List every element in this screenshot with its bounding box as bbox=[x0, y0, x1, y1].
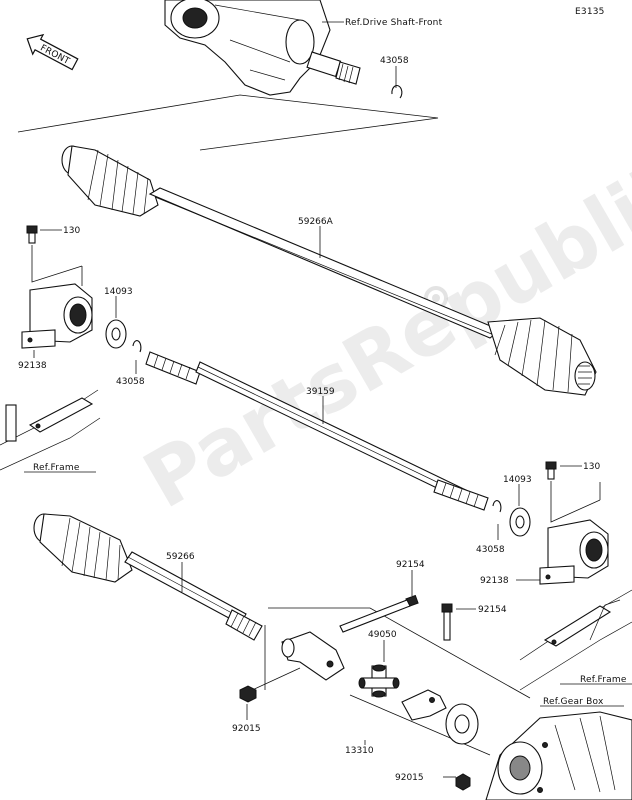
circlip-43058-left bbox=[132, 340, 142, 353]
label-92015-bottom: 92015 bbox=[395, 773, 424, 783]
label-13310: 13310 bbox=[345, 746, 374, 756]
drive-shaft-59266a bbox=[61, 145, 597, 396]
label-92138-left: 92138 bbox=[18, 361, 47, 371]
label-92154-upper: 92154 bbox=[396, 560, 425, 570]
label-92138-right: 92138 bbox=[480, 576, 509, 586]
drive-shaft-59266 bbox=[33, 513, 263, 641]
diagram-code: E3135 bbox=[575, 7, 605, 17]
bolt-92154-right bbox=[441, 603, 453, 641]
label-92154-right: 92154 bbox=[478, 605, 507, 615]
front-arrow-icon: FRONT bbox=[26, 33, 79, 71]
label-43058-left: 43058 bbox=[116, 377, 145, 387]
nut-92015-bottom bbox=[455, 773, 471, 791]
ref-drive-shaft-front: Ref.Drive Shaft-Front bbox=[345, 18, 443, 28]
label-43058-top: 43058 bbox=[380, 56, 409, 66]
front-differential-housing bbox=[164, 0, 361, 96]
label-59266: 59266 bbox=[166, 552, 195, 562]
circlip-43058-top bbox=[391, 84, 403, 99]
bolt-130-right bbox=[545, 461, 557, 480]
ref-gear-box: Ref.Gear Box bbox=[543, 697, 604, 707]
label-130-left: 130 bbox=[63, 226, 80, 236]
nut-92015-left bbox=[239, 685, 257, 703]
label-49050: 49050 bbox=[368, 630, 397, 640]
label-92015-left: 92015 bbox=[232, 724, 261, 734]
label-43058-right: 43058 bbox=[476, 545, 505, 555]
bolt-92154-upper bbox=[339, 594, 419, 633]
propeller-shaft-39159 bbox=[145, 351, 489, 511]
circlip-43058-right bbox=[492, 500, 502, 513]
rear-gear-box-housing bbox=[485, 711, 632, 800]
label-39159: 39159 bbox=[306, 387, 335, 397]
bolt-130-left bbox=[26, 225, 38, 244]
frame-right-bracket bbox=[519, 589, 632, 691]
frame-left-bracket bbox=[0, 389, 101, 471]
yoke-flange-rear bbox=[401, 689, 479, 745]
label-14093-left: 14093 bbox=[104, 287, 133, 297]
spider-cross-49050 bbox=[358, 664, 400, 698]
label-130-right: 130 bbox=[583, 462, 600, 472]
washer-14093-right bbox=[509, 507, 531, 537]
label-59266a: 59266A bbox=[298, 217, 334, 227]
yoke-front bbox=[281, 631, 345, 681]
ref-frame-right: Ref.Frame bbox=[580, 675, 627, 685]
label-14093-right: 14093 bbox=[503, 475, 532, 485]
bearing-housing-92138-left bbox=[21, 283, 93, 349]
washer-14093-left bbox=[105, 319, 127, 349]
ref-frame-left: Ref.Frame bbox=[33, 463, 80, 473]
bearing-housing-92138-right bbox=[539, 519, 609, 585]
